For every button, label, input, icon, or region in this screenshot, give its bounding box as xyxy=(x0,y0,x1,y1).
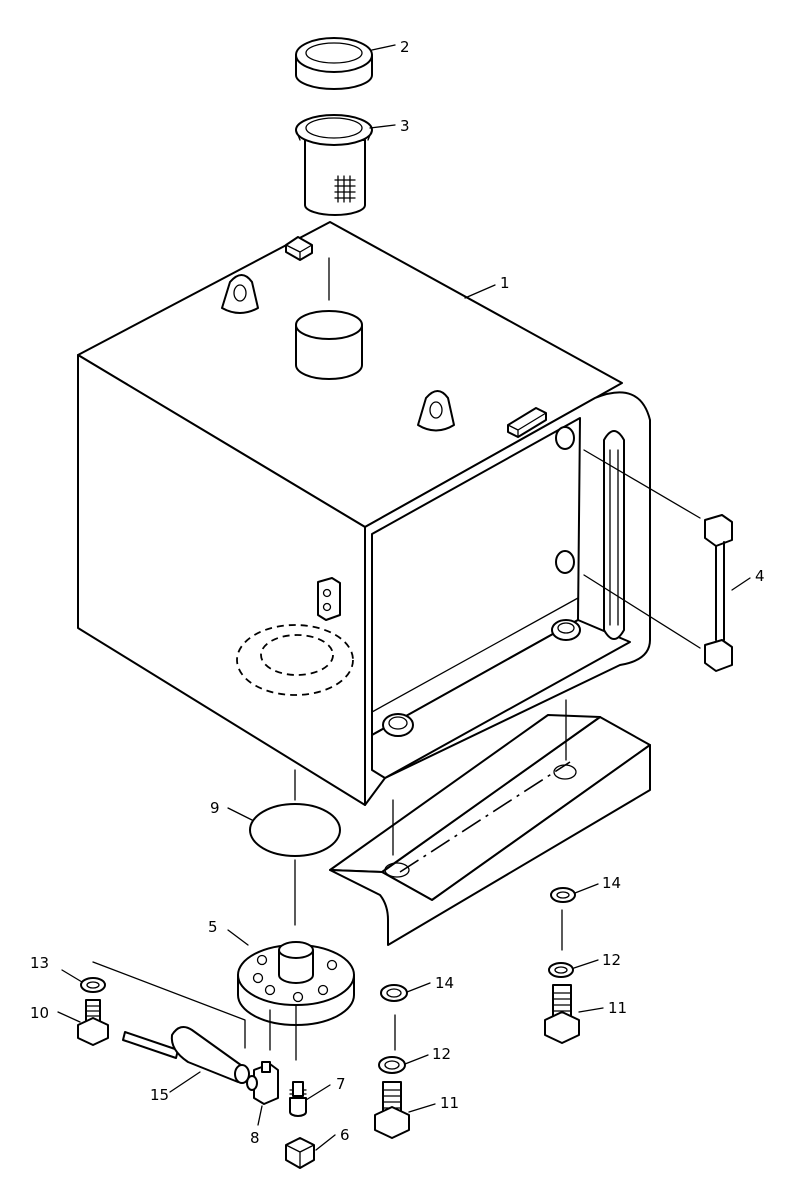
filler-cap xyxy=(295,37,373,90)
drain-plug xyxy=(289,1081,307,1117)
flat-washer-14b xyxy=(550,887,576,903)
lock-washer-12b xyxy=(548,962,574,978)
hydraulic-tank xyxy=(77,221,651,806)
callout-11a: 11 xyxy=(440,1094,459,1112)
elbow-fitting xyxy=(246,1061,279,1105)
callout-10: 10 xyxy=(30,1004,49,1022)
callout-2: 2 xyxy=(400,38,410,56)
callout-14b: 14 xyxy=(602,874,621,892)
assembly-lines xyxy=(92,257,701,1061)
callout-4: 4 xyxy=(755,567,765,585)
strainer-mesh-icon xyxy=(334,175,356,203)
callout-14a: 14 xyxy=(435,974,454,992)
callout-11b: 11 xyxy=(608,999,627,1017)
callout-9: 9 xyxy=(210,799,220,817)
mounting-bracket xyxy=(329,714,651,946)
callout-12a: 12 xyxy=(432,1045,451,1063)
callout-12b: 12 xyxy=(602,951,621,969)
suction-flange xyxy=(237,941,355,1026)
flat-washer-14a xyxy=(380,984,408,1002)
callout-15: 15 xyxy=(150,1086,169,1104)
lock-washer-13 xyxy=(80,977,106,993)
callout-6: 6 xyxy=(340,1126,350,1144)
bolt-10 xyxy=(77,999,109,1046)
callout-13: 13 xyxy=(30,954,49,972)
bolt-11a xyxy=(374,1081,410,1139)
callout-7: 7 xyxy=(336,1075,346,1093)
drain-valve xyxy=(122,1025,250,1084)
callout-5: 5 xyxy=(208,918,218,936)
callout-3: 3 xyxy=(400,117,410,135)
filler-strainer xyxy=(295,114,373,216)
callout-1: 1 xyxy=(500,274,510,292)
callout-8: 8 xyxy=(250,1129,260,1147)
hex-nut xyxy=(285,1137,315,1169)
lock-washer-12a xyxy=(378,1056,406,1074)
callout-labels: 2 3 1 4 9 5 13 10 15 8 7 6 14 12 11 14 1… xyxy=(30,38,765,1147)
flange-gasket xyxy=(249,803,341,857)
leader-lines xyxy=(57,44,751,1151)
sight-level-gauge xyxy=(704,514,733,672)
bolt-11b xyxy=(544,984,580,1044)
